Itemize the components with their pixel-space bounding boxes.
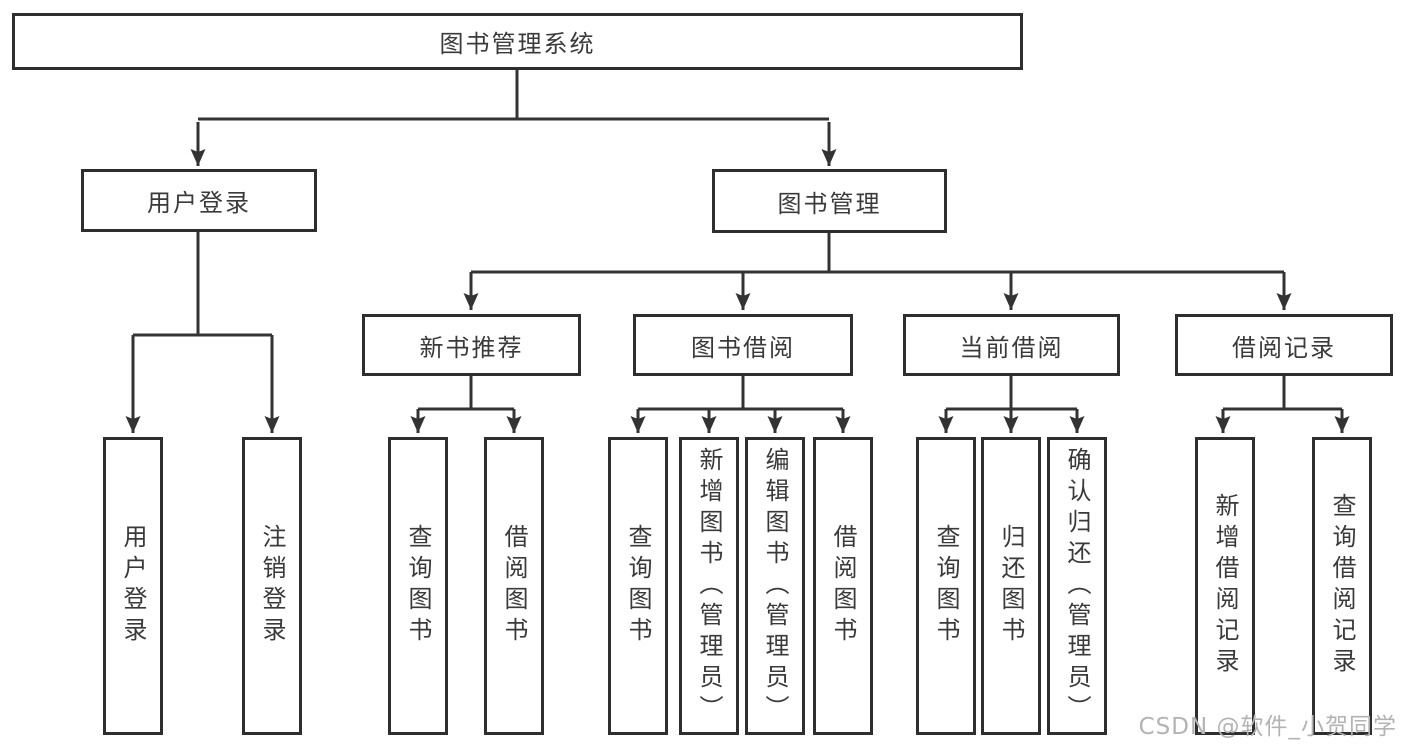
node-book-management: 图书管理	[712, 169, 947, 233]
leaf-label: 借阅图书	[829, 524, 857, 648]
leaf-confirm-return-admin: 确认归还（管理员）	[1047, 437, 1107, 735]
leaf-add-books-admin: 新增图书（管理员）	[679, 437, 739, 735]
leaf-edit-books-admin: 编辑图书（管理员）	[745, 437, 805, 735]
node-new-book-recommend: 新书推荐	[362, 314, 581, 376]
leaf-label: 确认归还（管理员）	[1063, 446, 1091, 726]
node-current-borrowing: 当前借阅	[903, 314, 1120, 376]
leaf-label: 注销登录	[258, 524, 286, 648]
node-user-login: 用户登录	[81, 169, 317, 232]
leaf-logout: 注销登录	[242, 437, 302, 735]
leaf-add-borrow-record: 新增借阅记录	[1195, 437, 1255, 735]
leaf-query-books-3: 查询图书	[916, 437, 976, 735]
leaf-label: 归还图书	[997, 524, 1025, 648]
leaf-label: 新增图书（管理员）	[695, 446, 723, 726]
leaf-label: 查询图书	[404, 524, 432, 648]
leaf-label: 新增借阅记录	[1211, 493, 1239, 679]
leaf-query-books-2: 查询图书	[608, 437, 668, 735]
leaf-label: 查询图书	[624, 524, 652, 648]
leaf-borrow-books-1: 借阅图书	[484, 437, 544, 735]
leaf-label: 查询借阅记录	[1328, 493, 1356, 679]
leaf-label: 编辑图书（管理员）	[761, 446, 789, 726]
leaf-user-login: 用户登录	[103, 437, 163, 735]
leaf-query-borrow-record: 查询借阅记录	[1312, 437, 1372, 735]
leaf-borrow-books-2: 借阅图书	[813, 437, 873, 735]
leaf-label: 查询图书	[932, 524, 960, 648]
node-library-management-system: 图书管理系统	[12, 13, 1023, 70]
leaf-label: 用户登录	[119, 524, 147, 648]
node-book-borrowing: 图书借阅	[633, 314, 853, 376]
leaf-return-books: 归还图书	[981, 437, 1041, 735]
leaf-label: 借阅图书	[500, 524, 528, 648]
node-borrowing-records: 借阅记录	[1175, 314, 1393, 376]
leaf-query-books-1: 查询图书	[388, 437, 448, 735]
